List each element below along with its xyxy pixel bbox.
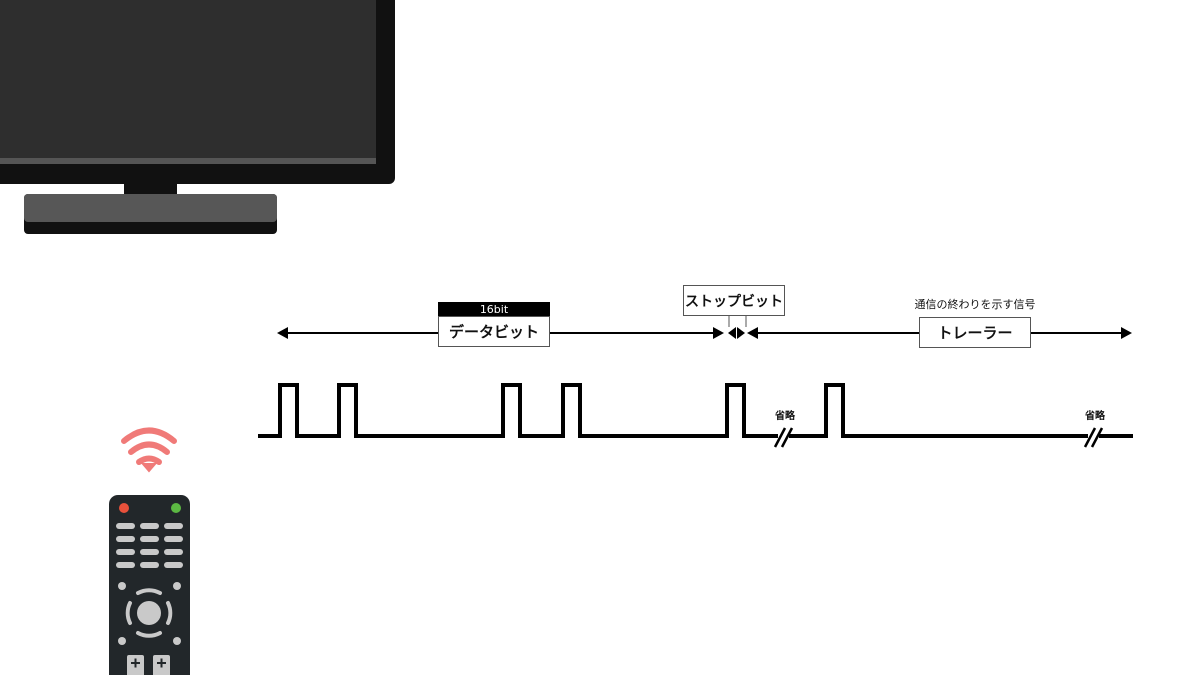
omission-break-1: 省略: [770, 409, 797, 448]
omitted-label: 省略: [774, 409, 796, 422]
stop-bit-arrow: [728, 327, 745, 339]
ir-signal-waveform: [258, 383, 1133, 438]
stop-bit-label-box: ストップビット: [683, 285, 785, 327]
trailer-caption: 通信の終わりを示す信号: [915, 297, 1036, 311]
stop-bit-label: ストップビット: [685, 294, 783, 310]
green-button: [171, 503, 181, 513]
omission-break-2: 省略: [1080, 409, 1107, 448]
red-button: [119, 503, 129, 513]
bit-count: 16bit: [480, 303, 509, 316]
data-bits-label-box: 16bit データビット: [438, 302, 550, 347]
trailer-label-box: 通信の終わりを示す信号 トレーラー: [915, 297, 1036, 348]
data-bits-label: データビット: [449, 323, 539, 341]
trailer-label: トレーラー: [937, 324, 1012, 342]
omitted-label: 省略: [1084, 409, 1106, 422]
wifi-signal-icon: [121, 427, 177, 473]
remote-control: [109, 495, 190, 675]
tv-illustration: [0, 0, 395, 234]
